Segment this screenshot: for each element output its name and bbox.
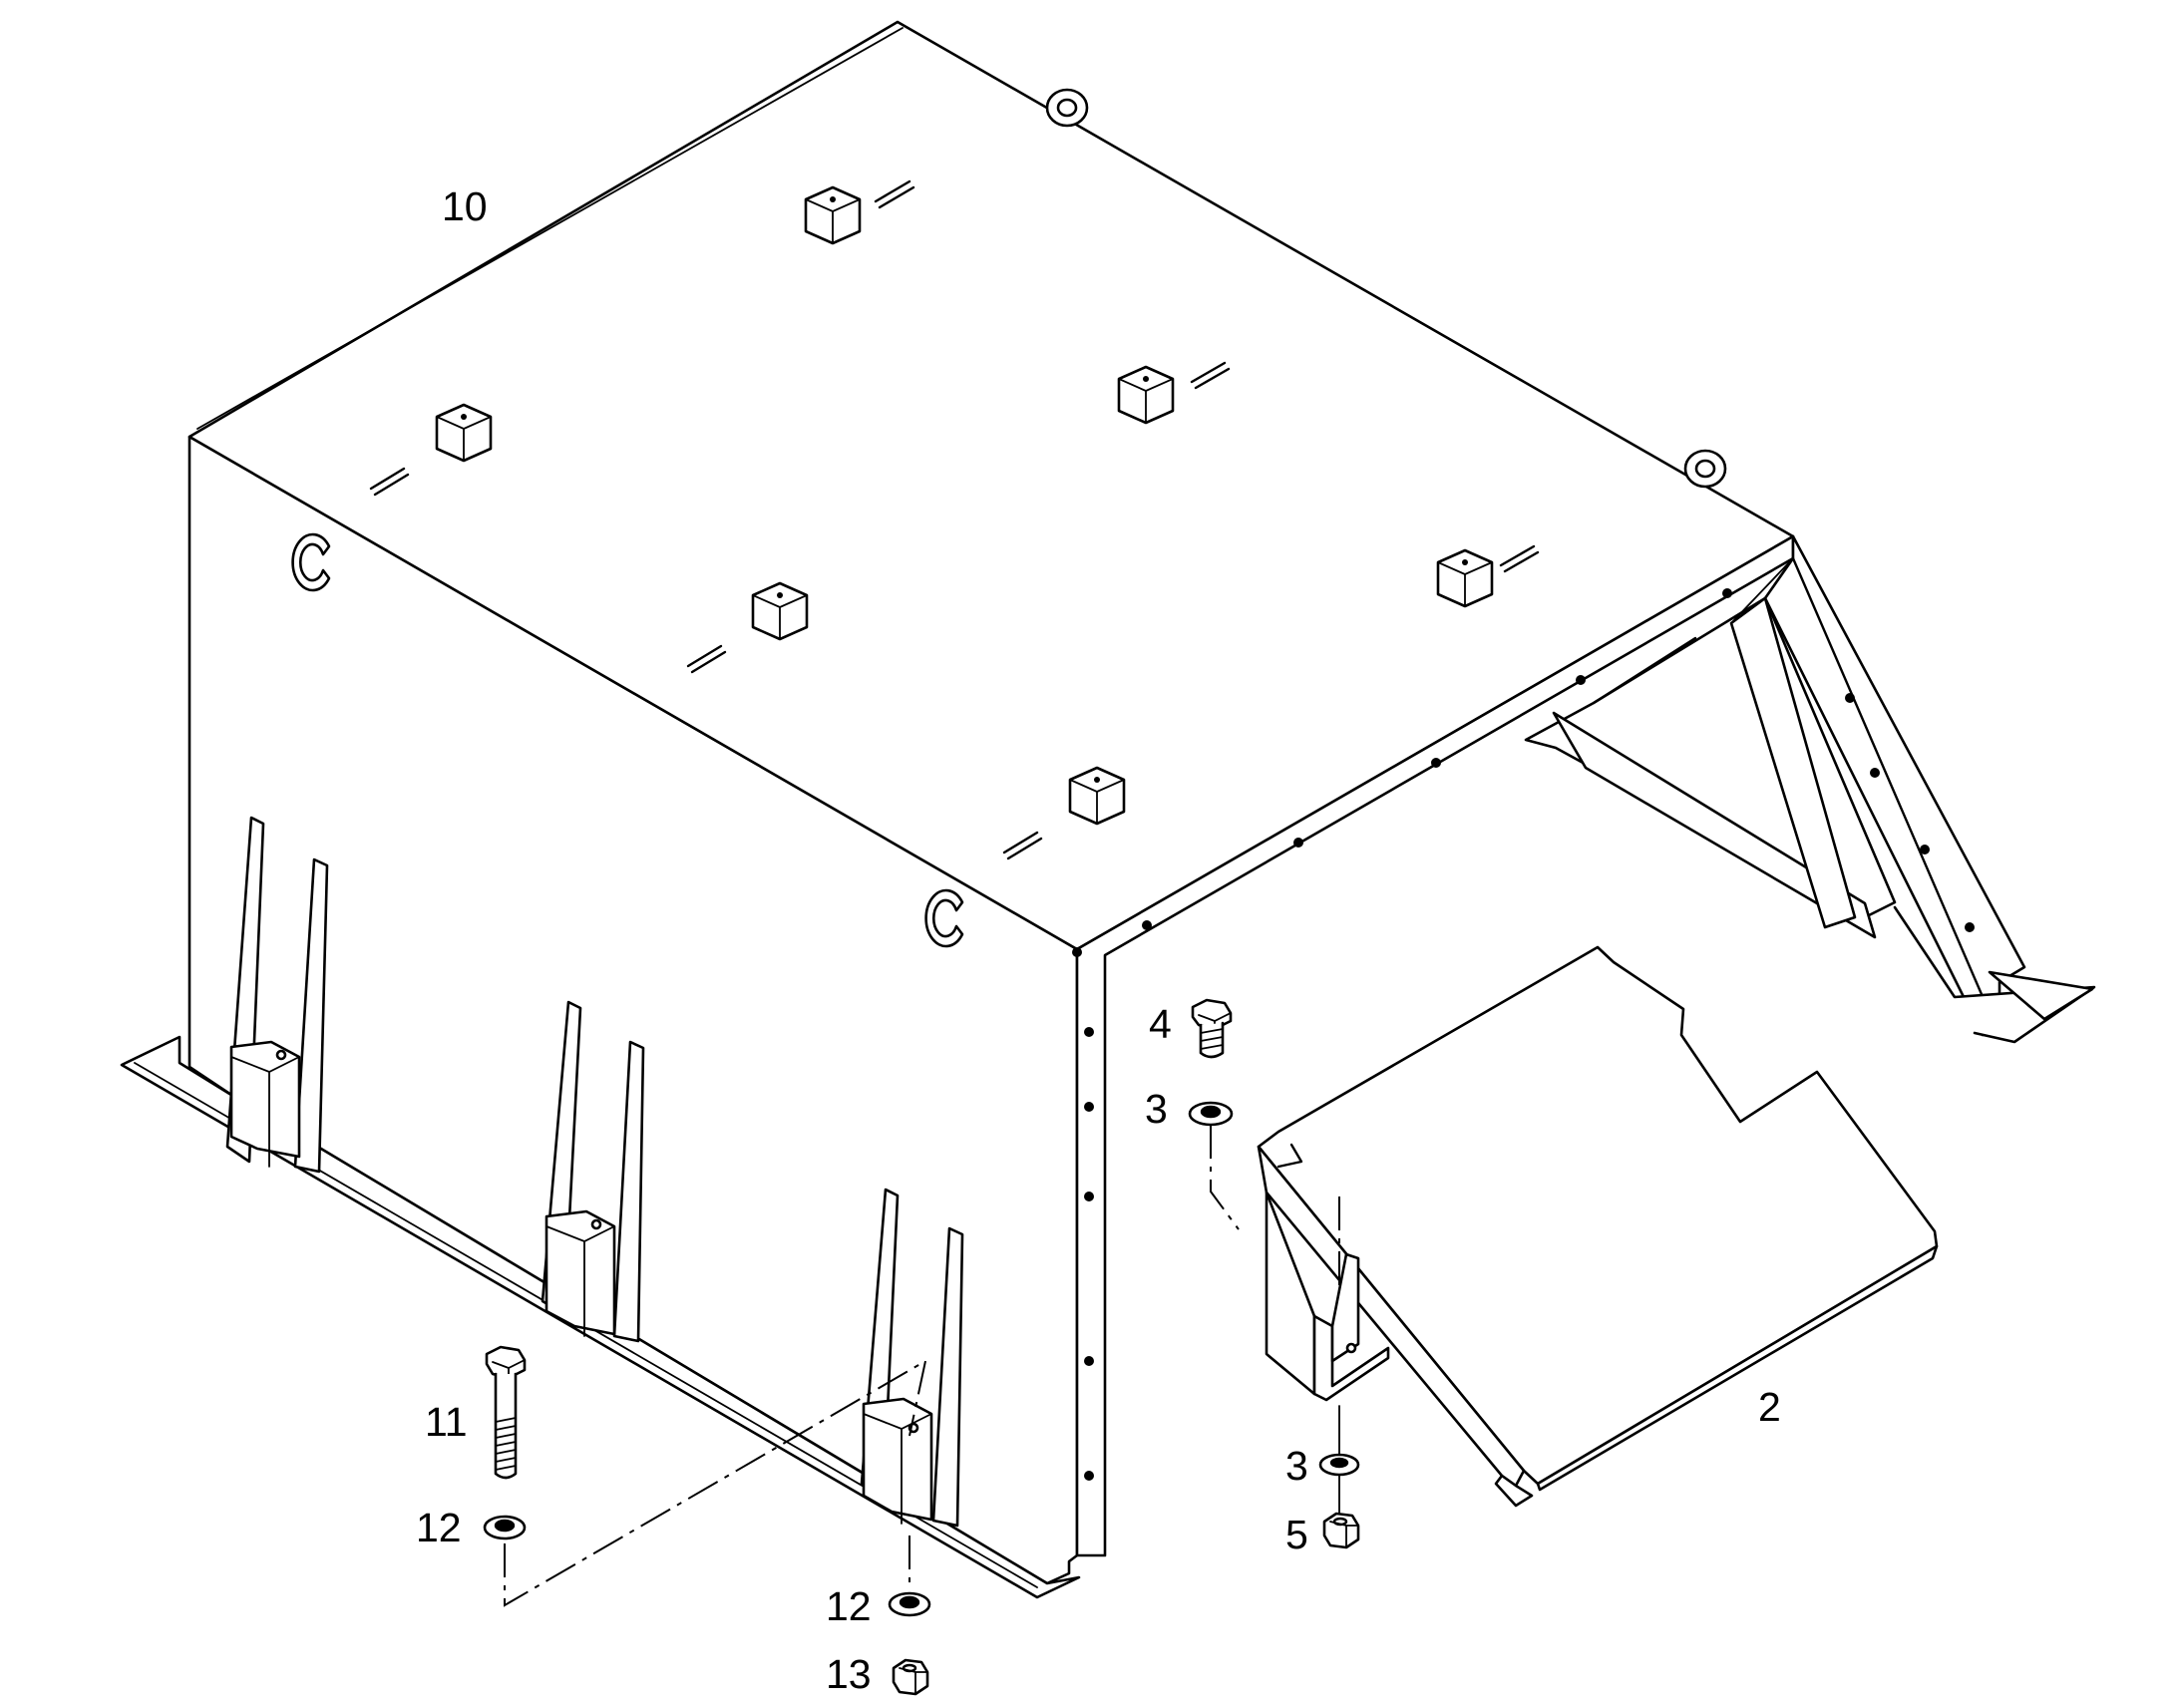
support-gusset-2 <box>541 1000 645 1343</box>
spacer-block-2 <box>1117 365 1175 425</box>
label-washer-bottom: 12 <box>826 1583 872 1629</box>
housing-cover <box>120 20 2096 1599</box>
label-washer-upper: 3 <box>1145 1086 1168 1132</box>
bolt-4 <box>1191 998 1233 1059</box>
nut-13 <box>892 1658 929 1696</box>
label-nut-bottom: 13 <box>826 1651 872 1697</box>
support-gusset-1 <box>225 816 329 1174</box>
label-nut-right: 5 <box>1285 1512 1308 1557</box>
washer-12-left <box>483 1515 527 1540</box>
washer-3-lower <box>1318 1453 1360 1477</box>
spacer-block-4 <box>1436 548 1494 608</box>
washer-12-bottom <box>888 1591 931 1617</box>
washer-3-upper <box>1188 1101 1234 1127</box>
label-bolt-long: 11 <box>425 1399 468 1445</box>
label-washer-lower-right: 3 <box>1285 1443 1308 1489</box>
spacer-block-3 <box>435 403 493 463</box>
label-washer-left: 12 <box>416 1505 462 1550</box>
support-gusset-3 <box>860 1188 964 1528</box>
label-bolt-small: 4 <box>1149 1001 1172 1047</box>
spacer-block-1 <box>804 185 862 245</box>
nut-5 <box>1322 1512 1360 1549</box>
spacer-block-6 <box>1068 766 1126 826</box>
side-panel <box>1257 945 1939 1508</box>
spacer-block-5 <box>751 581 809 641</box>
label-cover: 10 <box>442 183 488 229</box>
bolt-11 <box>485 1345 527 1480</box>
label-side-panel: 2 <box>1758 1384 1781 1430</box>
